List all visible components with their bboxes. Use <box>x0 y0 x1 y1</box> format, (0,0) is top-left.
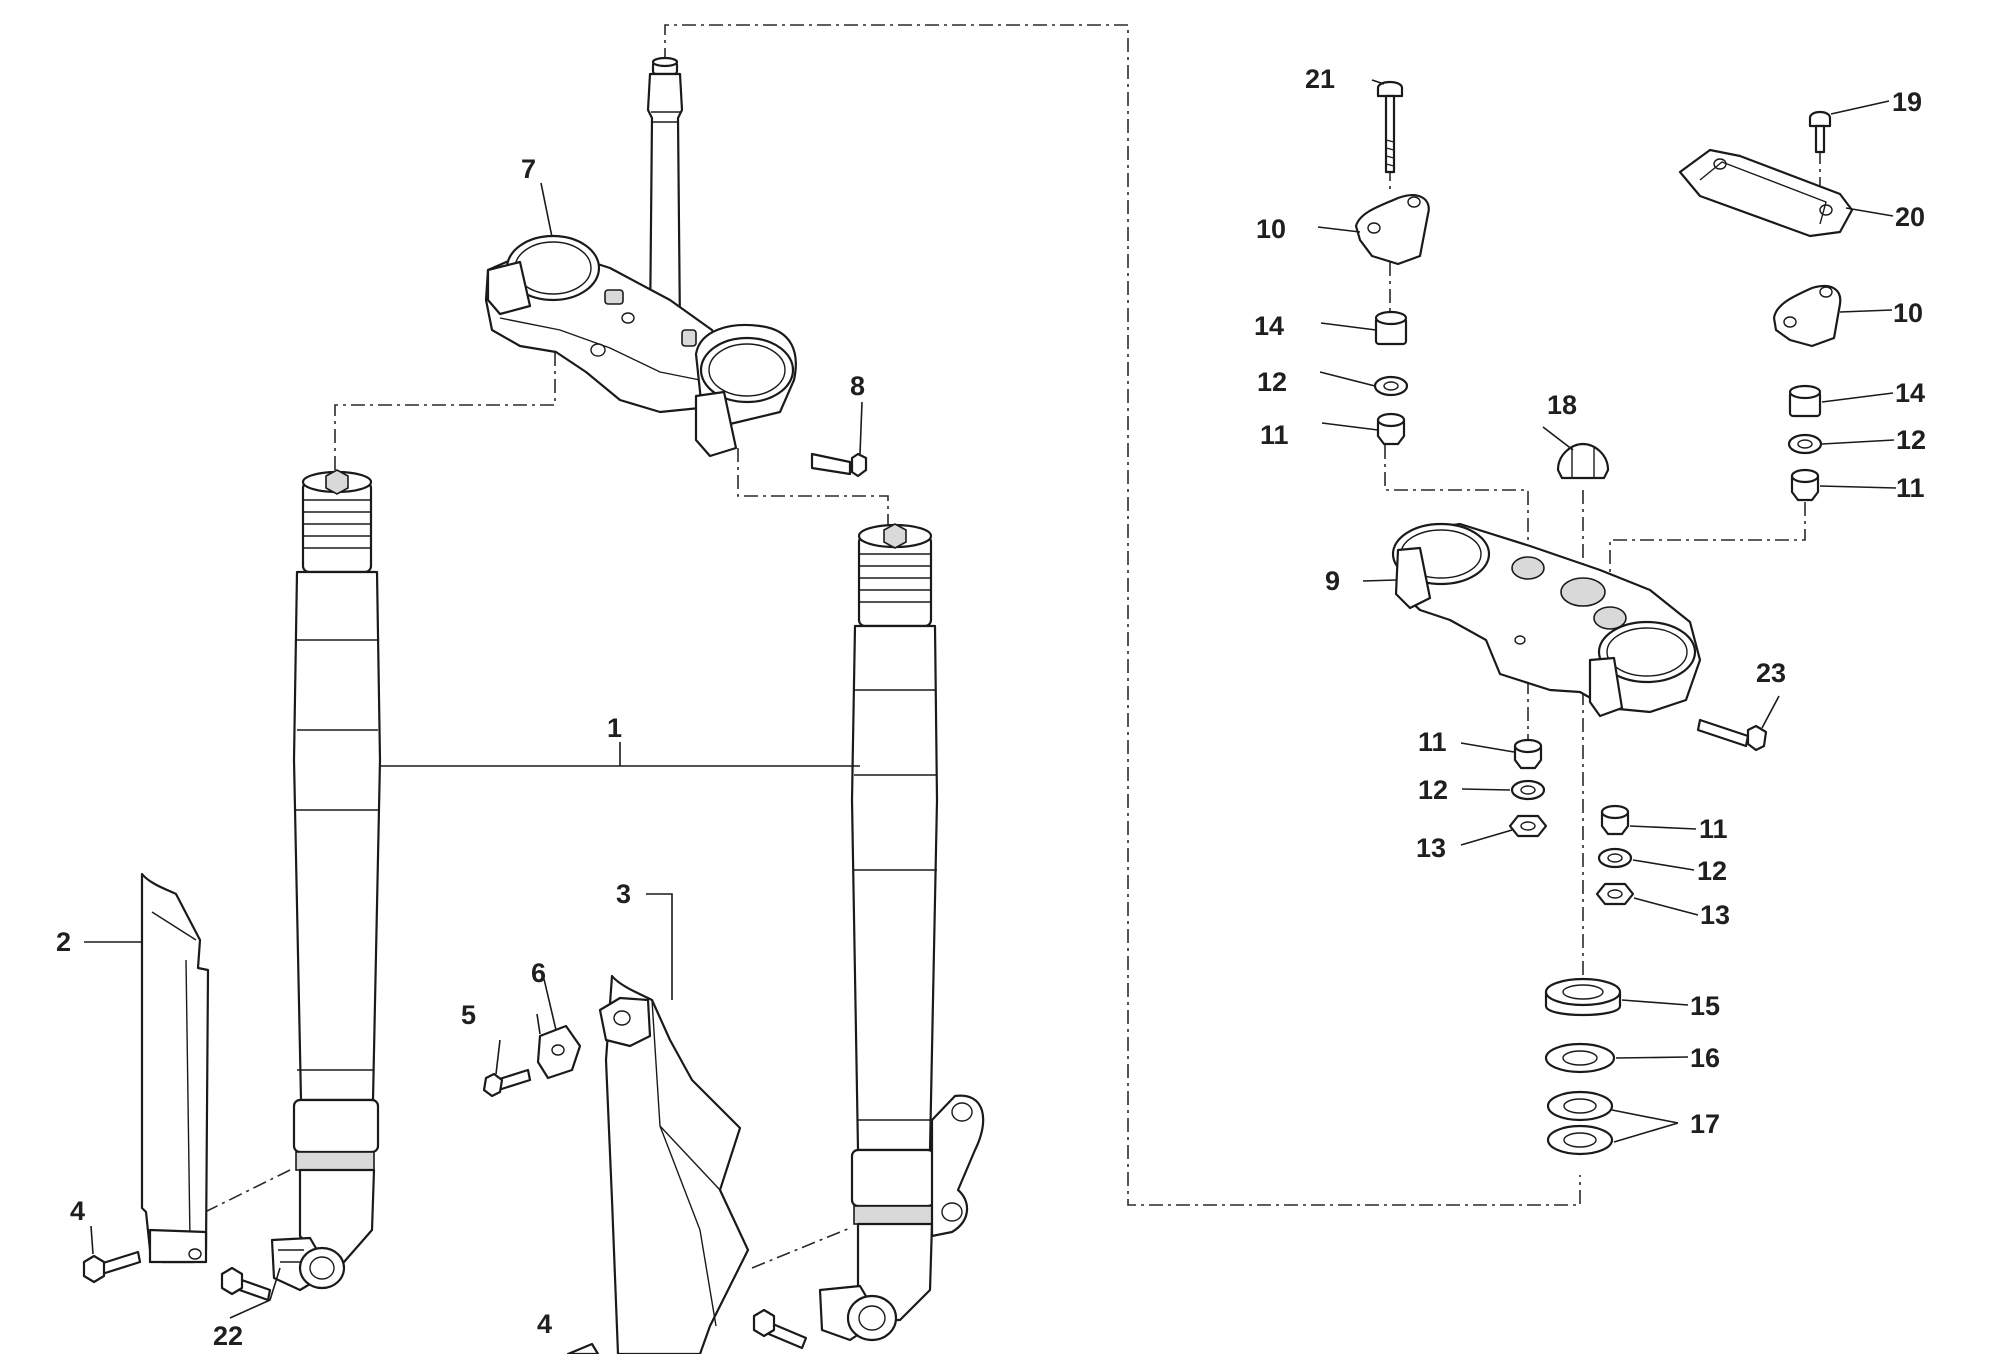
callout-11-a: 11 <box>1260 420 1289 450</box>
callout-14-b: 14 <box>1895 378 1925 408</box>
cap-nut-18 <box>1556 442 1610 480</box>
callout-11-b: 11 <box>1896 473 1925 503</box>
callout-15: 15 <box>1690 991 1720 1021</box>
callout-14-a: 14 <box>1254 311 1284 341</box>
callout-3: 3 <box>616 879 631 909</box>
callout-13-a: 13 <box>1416 833 1446 863</box>
callout-6: 6 <box>531 958 546 988</box>
callout-4-left: 4 <box>70 1196 85 1226</box>
bolt-23 <box>1696 718 1768 752</box>
lower-triple-clamp <box>484 56 797 458</box>
callout-12-a: 12 <box>1257 367 1287 397</box>
callout-20: 20 <box>1895 202 1925 232</box>
callout-5: 5 <box>461 1000 476 1030</box>
callout-12-c: 12 <box>1418 775 1448 805</box>
callout-13-b: 13 <box>1700 900 1730 930</box>
steering-head-hardware <box>1544 977 1622 1156</box>
callout-16: 16 <box>1690 1043 1720 1073</box>
callout-12-b: 12 <box>1896 425 1926 455</box>
callout-10-right: 10 <box>1893 298 1923 328</box>
lower-mount-hardware <box>1508 738 1635 906</box>
callout-1: 1 <box>607 713 622 743</box>
callout-9: 9 <box>1325 566 1340 596</box>
bolt-8 <box>810 452 868 478</box>
callout-11-c: 11 <box>1418 727 1447 757</box>
callout-22: 22 <box>213 1321 243 1351</box>
handlebar-riser-left <box>1354 80 1430 446</box>
callout-21: 21 <box>1305 64 1335 94</box>
fork-guard-right <box>598 974 750 1354</box>
callout-labels: 1 2 3 4 4 5 6 7 8 9 10 10 11 11 11 11 12… <box>56 64 1926 1351</box>
callout-4-bottom: 4 <box>537 1309 552 1339</box>
callout-17: 17 <box>1690 1109 1720 1139</box>
callout-18: 18 <box>1547 390 1577 420</box>
handlebar-riser-right <box>1678 110 1854 502</box>
fork-leg-right <box>818 523 985 1342</box>
callout-12-d: 12 <box>1697 856 1727 886</box>
callout-19: 19 <box>1892 87 1922 117</box>
callout-23: 23 <box>1756 658 1786 688</box>
leader-lines <box>84 79 1897 1319</box>
callout-8: 8 <box>850 371 865 401</box>
small-bolts <box>82 1068 808 1354</box>
clip-6 <box>536 1024 582 1080</box>
callout-2: 2 <box>56 927 71 957</box>
callout-11-d: 11 <box>1699 814 1728 844</box>
callout-7: 7 <box>521 154 536 184</box>
callout-10-left: 10 <box>1256 214 1286 244</box>
fork-leg-left <box>270 469 382 1292</box>
fork-guard-left <box>140 872 210 1264</box>
upper-triple-clamp <box>1391 522 1702 718</box>
